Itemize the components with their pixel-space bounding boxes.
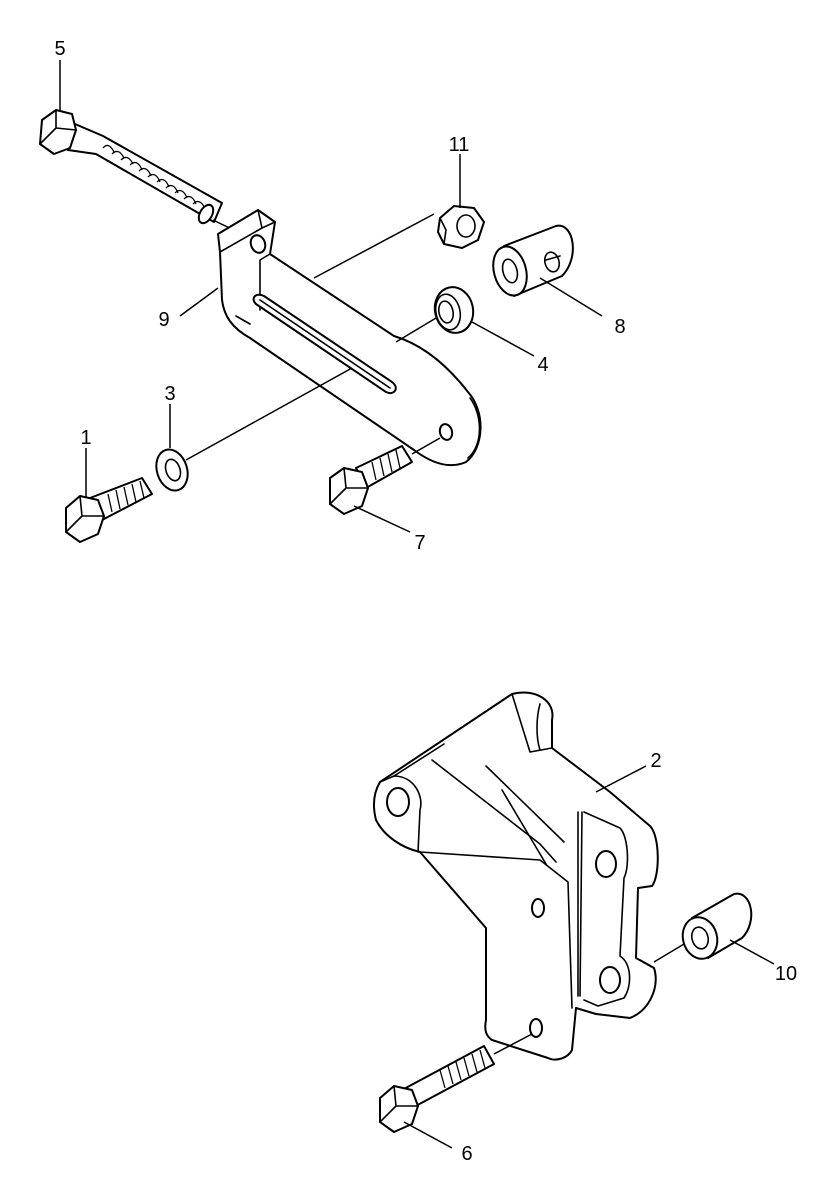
- part-8-sleeve: [492, 224, 574, 297]
- part-6-bolt: [379, 1033, 533, 1133]
- part-10-spacer: [653, 892, 753, 963]
- leader-2: [595, 765, 647, 793]
- part-11-hex-nut: [313, 205, 485, 279]
- callout-8: 8: [614, 316, 625, 338]
- part-5-long-bolt: [39, 109, 247, 237]
- leader-7: [353, 505, 411, 533]
- bolt-7-thread: [371, 449, 401, 481]
- part-4-spacer: [395, 286, 475, 343]
- leader-6: [403, 1121, 453, 1149]
- callout-labels: 5 11 9 8 4 3 1 7 2 10 6: [54, 38, 797, 1165]
- part-2-main-bracket: [372, 691, 659, 1061]
- callout-6: 6: [461, 1143, 472, 1165]
- callout-10: 10: [775, 963, 797, 985]
- leader-4: [471, 321, 535, 357]
- callout-1: 1: [80, 427, 91, 449]
- part-3-washer: [155, 367, 353, 492]
- callout-5: 5: [54, 38, 65, 60]
- bolt-1-thread: [107, 480, 145, 513]
- part-7-bolt: [329, 437, 441, 515]
- callout-leaders: [59, 60, 775, 1149]
- part-1-short-bolt: [65, 477, 153, 543]
- bolt-6-thread: [439, 1049, 486, 1089]
- leader-8: [539, 277, 603, 317]
- callout-11: 11: [449, 134, 470, 156]
- callout-4: 4: [537, 354, 548, 376]
- bolt-5-thread: [102, 144, 206, 210]
- leader-9: [179, 287, 219, 317]
- leader-10: [729, 939, 775, 965]
- part-9-slotted-bracket: [217, 209, 482, 467]
- callout-7: 7: [414, 532, 425, 554]
- callout-3: 3: [164, 383, 175, 405]
- callout-9: 9: [158, 309, 169, 331]
- callout-2: 2: [650, 750, 661, 772]
